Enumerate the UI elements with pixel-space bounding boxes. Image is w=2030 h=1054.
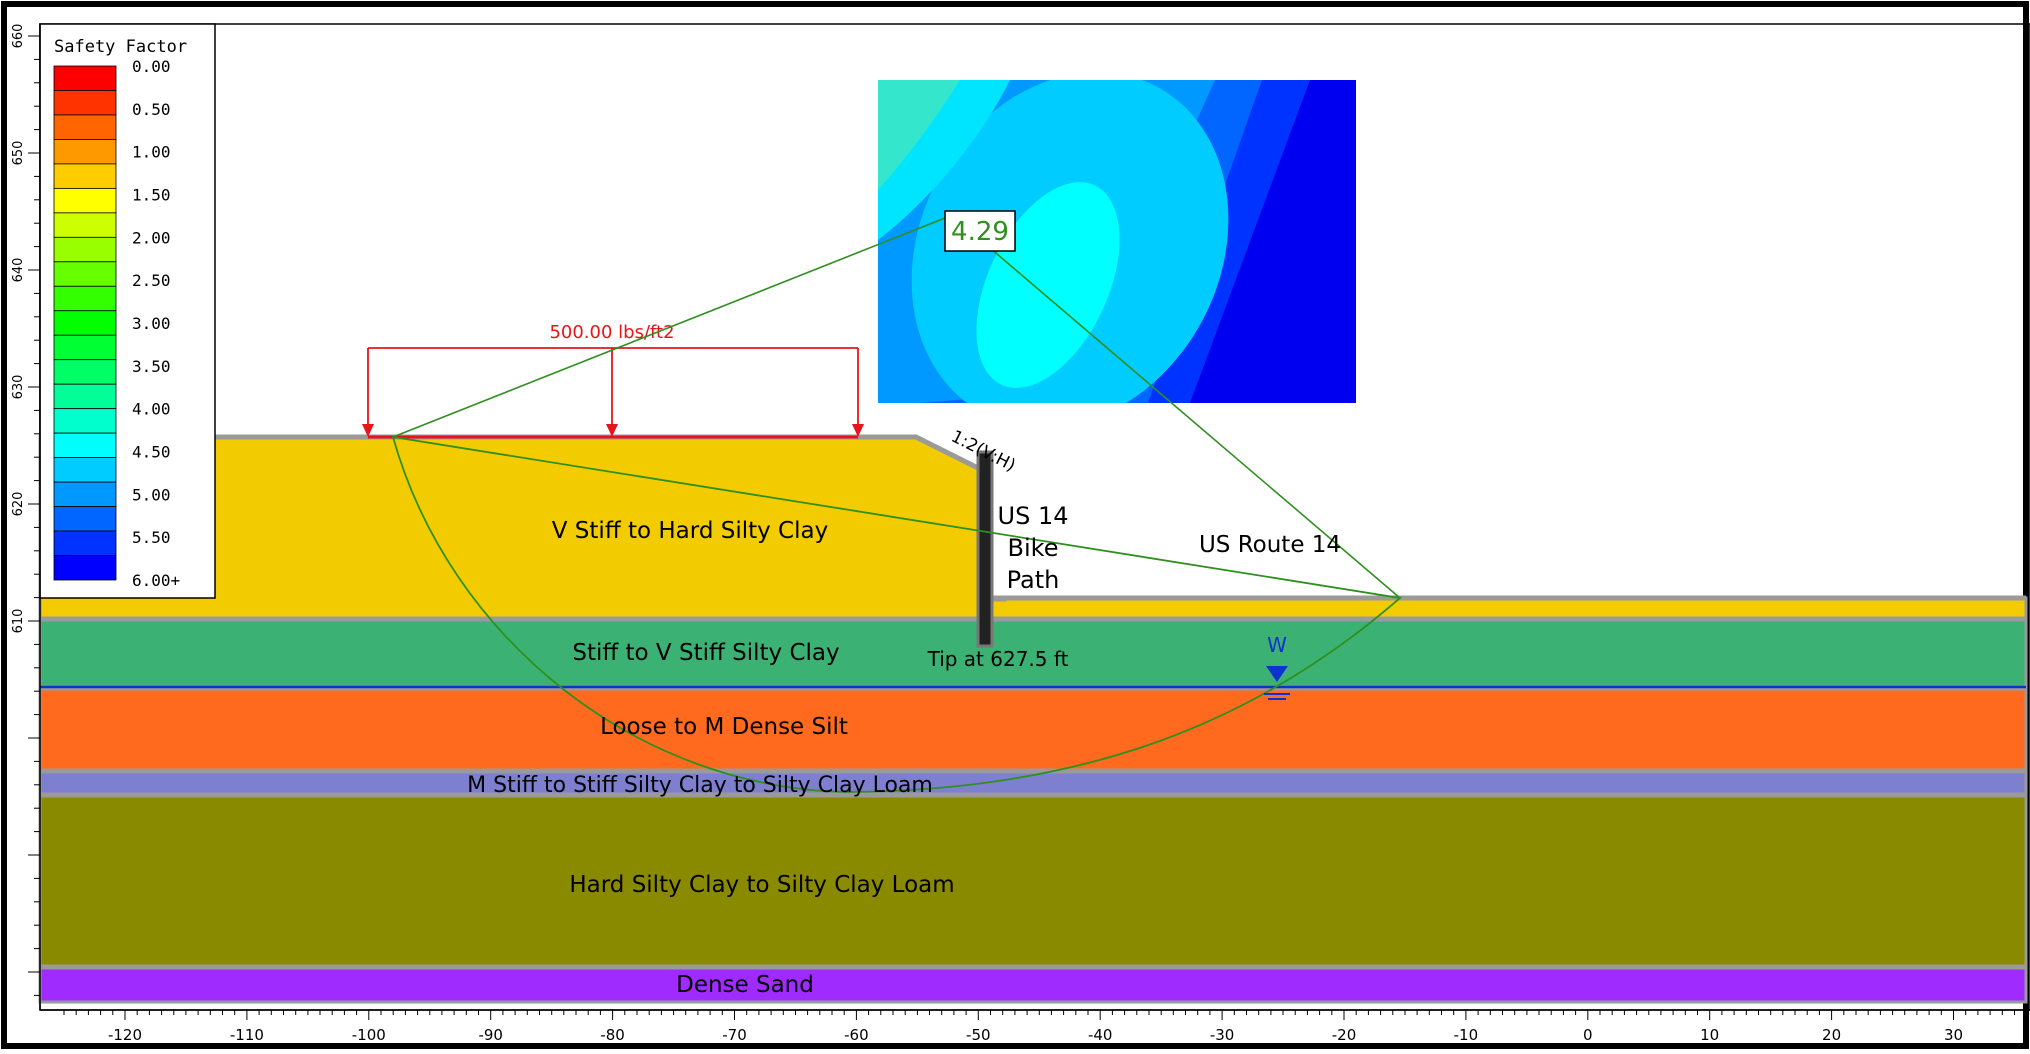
wall-tip-label: Tip at 627.5 ft [927,647,1069,671]
y-axis: 660 650 640 630 620 610 [11,24,41,1010]
legend-label: 4.00 [132,400,171,419]
legend-label: 0.00 [132,57,171,76]
legend-swatch [53,481,117,507]
legend-swatch [53,187,117,214]
x-tick-label: -20 [1332,1026,1357,1044]
legend-swatch [53,261,117,287]
water-marker-label: W [1267,633,1287,657]
wall-label-line-2: Bike [1008,534,1059,562]
legend-swatch [53,408,117,434]
legend-swatch [53,236,117,263]
legend-swatch [53,457,117,483]
x-tick-label: -120 [108,1026,142,1044]
legend-swatch [53,334,117,361]
layer-label-v-stiff-silty-clay: V Stiff to Hard Silty Clay [552,518,828,544]
x-tick-label: -10 [1454,1026,1479,1044]
legend-label: 1.50 [132,186,171,205]
legend-label: 0.50 [132,100,171,119]
safety-factor-grid [878,80,1356,403]
layer-label-dense-sand: Dense Sand [676,972,814,998]
legend-swatch [53,163,117,189]
legend-labels: 0.00 0.50 1.00 1.50 2.00 2.50 3.00 3.50 4.00 4.50… [132,57,180,590]
x-tick-label: 30 [1944,1026,1963,1044]
legend-swatch [53,506,117,532]
x-tick-label: -90 [478,1026,503,1044]
y-tick-label: 630 [11,375,26,400]
legend-label: 5.00 [132,485,171,504]
legend-title: Safety Factor [54,37,187,57]
y-tick-label: 640 [11,258,26,283]
layer-label-stiff-silty-clay: Stiff to V Stiff Silty Clay [572,640,839,666]
legend-label: 1.00 [132,143,171,162]
layer-label-loose-silt: Loose to M Dense Silt [600,714,848,740]
retaining-wall [976,450,994,648]
legend-swatch [53,310,117,336]
legend-swatch [53,285,117,312]
x-tick-label: -110 [230,1026,264,1044]
legend-label: 2.00 [132,228,171,247]
y-tick-label: 650 [11,141,26,166]
legend-label: 6.00+ [132,571,180,590]
layer-loose-silt [38,687,2028,772]
legend-swatch [53,530,117,556]
water-marker [1264,666,1290,700]
safety-factor-value: 4.29 [951,217,1009,247]
legend-swatch [53,212,117,238]
legend-swatch [53,383,117,410]
legend-label: 3.50 [132,357,171,376]
legend-swatch [53,359,117,385]
x-tick-label: -60 [844,1026,869,1044]
legend-swatch [53,90,117,116]
legend-label: 3.00 [132,314,171,333]
x-tick-label: 20 [1822,1026,1841,1044]
x-tick-label: -100 [352,1026,386,1044]
layer-hard-silty-clay-loam [38,794,2028,968]
x-tick-label: -80 [600,1026,625,1044]
legend-swatch [53,139,117,165]
road-label: US Route 14 [1199,532,1341,558]
distributed-load [362,347,864,439]
y-tick-label: 610 [11,609,26,634]
y-tick-label: 660 [11,24,26,49]
legend-swatches [53,65,117,581]
layer-label-m-stiff-silty-clay-loam: M Stiff to Stiff Silty Clay to Silty Cla… [467,773,933,798]
critical-slip-surface [391,217,1403,793]
legend-label: 5.50 [132,528,171,547]
layer-label-hard-silty-clay-loam: Hard Silty Clay to Silty Clay Loam [569,872,954,898]
layer-dense-sand [38,966,2028,1004]
legend-label: 2.50 [132,271,171,290]
x-tick-label: -70 [722,1026,747,1044]
wall-label-line-1: US 14 [998,502,1069,530]
legend-swatch [53,114,117,140]
x-tick-label: -50 [966,1026,991,1044]
x-tick-label: -40 [1088,1026,1113,1044]
wall-label-line-3: Path [1007,566,1060,594]
y-tick-label: 620 [11,492,26,517]
legend-swatch [53,555,117,581]
legend: Safety Factor 0.00 0.50 1.00 1.50 2.00 2.50 3.… [39,23,216,599]
safety-factor-box [944,210,1016,252]
legend-label: 4.50 [132,443,171,462]
x-tick-label: -30 [1210,1026,1235,1044]
x-tick-label: 0 [1583,1026,1593,1044]
legend-swatch [53,65,117,91]
legend-swatch [53,432,117,459]
x-tick-label: 10 [1700,1026,1719,1044]
